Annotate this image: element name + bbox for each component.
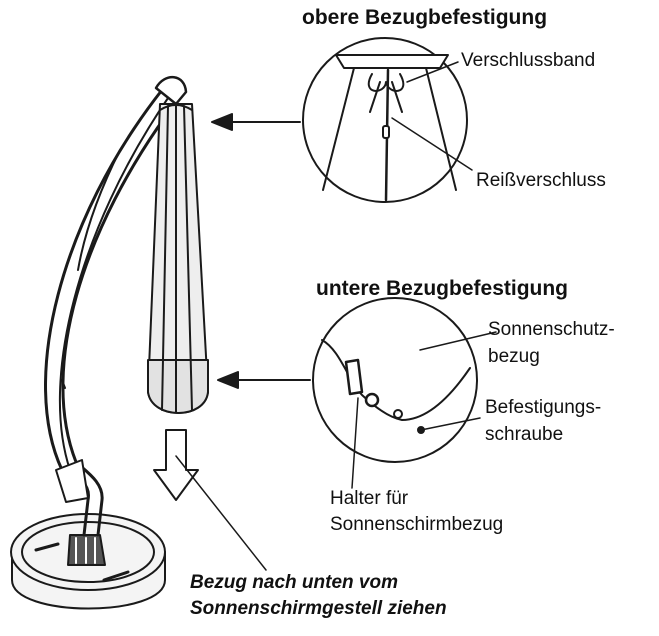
- cover-label-line1: Sonnenschutz-: [488, 319, 615, 340]
- screw-leader: [420, 417, 481, 431]
- umbrella-arm: [44, 76, 188, 537]
- down-arrow-icon: [153, 429, 199, 501]
- closure-band-leader: [406, 61, 459, 83]
- bottom-detail-circle: [312, 297, 478, 463]
- bottom-detail-heading: untere Bezugbefestigung: [316, 277, 569, 300]
- top-detail-heading: obere Bezugbefestigung: [302, 6, 548, 29]
- instruction-line1: Bezug nach unten vom: [190, 572, 398, 593]
- top-detail-arrow-icon: [211, 113, 233, 131]
- zipper-label: Reißverschluss: [476, 170, 606, 191]
- leader-lines: [175, 61, 497, 571]
- holder-label-line2: Sonnenschirmbezug: [330, 514, 504, 535]
- cover-label-line2: bezug: [488, 346, 540, 367]
- screw-label-line2: schraube: [485, 424, 564, 445]
- cover-leader: [419, 331, 497, 351]
- top-detail-circle: [302, 37, 468, 203]
- instruction-line2: Sonnenschirmgestell ziehen: [190, 598, 447, 619]
- closed-umbrella-canopy: [147, 103, 209, 414]
- umbrella-base: [10, 513, 166, 610]
- closure-band-label: Verschlussband: [461, 50, 596, 71]
- screw-label-line1: Befestigungs-: [485, 397, 602, 418]
- holder-leader: [351, 397, 359, 489]
- bottom-detail-arrow-icon: [217, 371, 239, 389]
- holder-label-line1: Halter für: [330, 488, 409, 509]
- instruction-leader: [175, 455, 267, 571]
- zipper-leader: [391, 117, 473, 171]
